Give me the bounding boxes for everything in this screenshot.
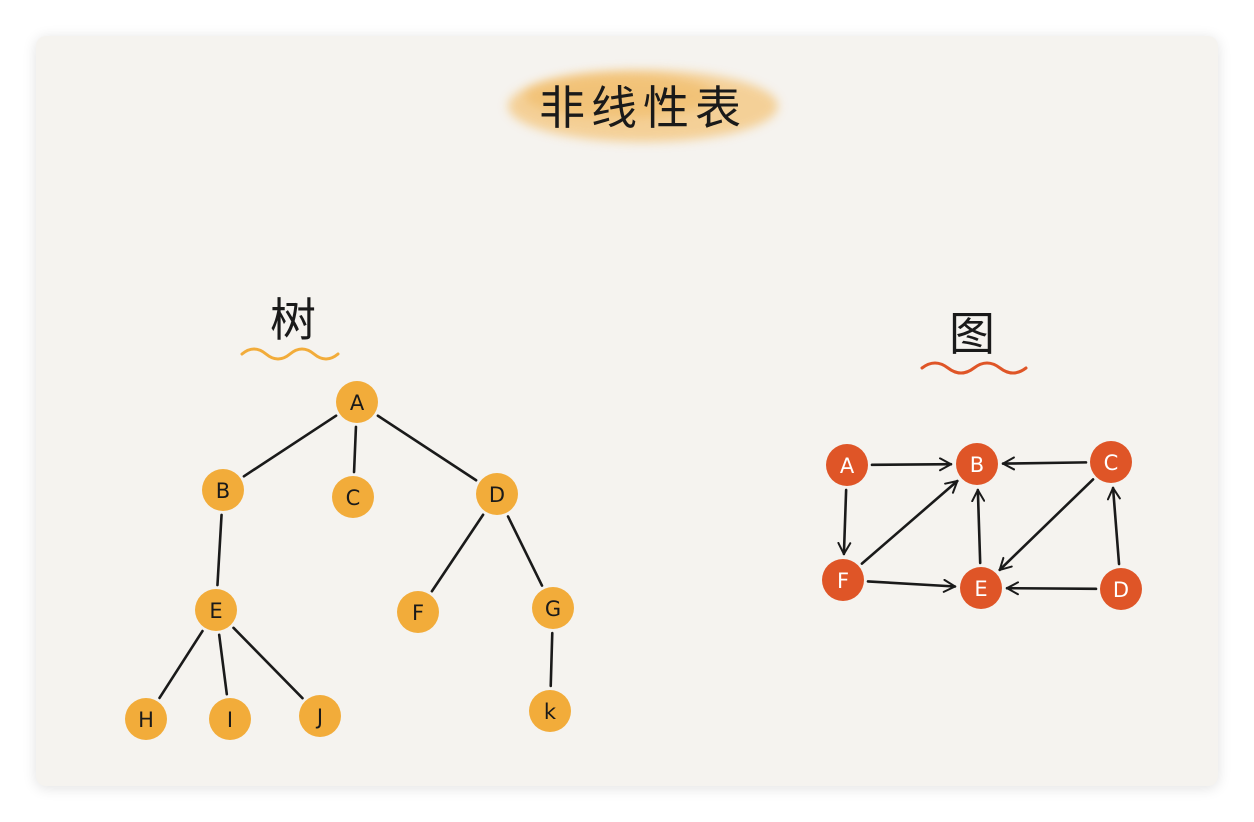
tree-node-j: J	[299, 695, 341, 737]
graph-edge-a-f	[837, 488, 852, 556]
graph-edge-d-c	[1106, 486, 1121, 566]
tree-label: 树	[270, 293, 316, 347]
tree-node-circle	[529, 690, 571, 732]
tree-node-g: G	[532, 587, 574, 629]
graph-edges	[837, 456, 1121, 596]
graph-node-c: C	[1090, 441, 1132, 483]
tree-edge-g-k	[549, 631, 554, 688]
tree-node-circle	[476, 473, 518, 515]
tree-edge-d-f	[430, 513, 485, 593]
tree-edge-a-b	[242, 414, 338, 478]
tree-node-label: E	[209, 599, 222, 623]
graph-node-d: D	[1100, 568, 1142, 610]
tree-edge-a-d	[376, 414, 478, 482]
tree-edge-d-g	[506, 515, 544, 587]
tree-node-circle	[202, 469, 244, 511]
tree-edge-e-j	[232, 626, 304, 700]
tree-edge-a-c	[352, 425, 358, 474]
graph-node-label: E	[974, 577, 987, 601]
tree-node-label: J	[315, 705, 323, 729]
tree-node-label: k	[544, 700, 557, 724]
tree-node-k: k	[529, 690, 571, 732]
tree-edge-b-e	[216, 513, 223, 587]
tree-node-label: D	[489, 483, 505, 507]
graph-label: 图	[949, 307, 995, 361]
tree-node-b: B	[202, 469, 244, 511]
graph-edge-a-b	[870, 457, 953, 472]
tree-node-circle	[397, 591, 439, 633]
tree-node-f: F	[397, 591, 439, 633]
tree-node-circle	[332, 476, 374, 518]
graph-node-b: B	[956, 443, 998, 485]
tree-node-circle	[299, 695, 341, 737]
tree-edges	[158, 414, 554, 700]
tree-node-label: A	[350, 391, 365, 415]
tree-node-a: A	[336, 381, 378, 423]
graph-node-circle	[1100, 568, 1142, 610]
graph-node-circle	[956, 443, 998, 485]
graph-node-label: F	[837, 569, 849, 593]
graph-edge-d-e	[1005, 581, 1098, 596]
graph-node-circle	[826, 444, 868, 486]
tree-node-circle	[336, 381, 378, 423]
graph-node-circle	[1090, 441, 1132, 483]
graph-node-e: E	[960, 567, 1002, 609]
graph-edge-c-e	[998, 478, 1095, 572]
graph-node-a: A	[826, 444, 868, 486]
tree-node-circle	[195, 589, 237, 631]
tree-edge-e-i	[217, 633, 229, 696]
tree-node-e: E	[195, 589, 237, 631]
tree-node-i: I	[209, 698, 251, 740]
tree-node-circle	[125, 698, 167, 740]
tree-node-label: B	[216, 479, 230, 503]
graph-edge-e-b	[971, 488, 986, 565]
tree-node-label: H	[138, 708, 154, 732]
graph-node-label: A	[840, 454, 855, 478]
tree-node-c: C	[332, 476, 374, 518]
graph-node-f: F	[822, 559, 864, 601]
tree-node-circle	[532, 587, 574, 629]
tree-node-label: F	[412, 601, 424, 625]
tree-node-circle	[209, 698, 251, 740]
graph-node-circle	[822, 559, 864, 601]
tree-label-underline	[240, 347, 340, 361]
graph-edge-c-b	[1001, 456, 1088, 471]
graph-node-label: C	[1104, 451, 1119, 475]
tree-node-h: H	[125, 698, 167, 740]
graph-node-label: B	[970, 453, 984, 477]
tree-node-label: C	[346, 486, 361, 510]
tree-node-label: G	[545, 597, 561, 621]
graph-node-label: D	[1113, 578, 1129, 602]
page-title: 非线性表	[539, 81, 747, 135]
graph-edge-f-e	[866, 578, 957, 593]
graph-node-circle	[960, 567, 1002, 609]
tree-node-label: I	[227, 708, 233, 732]
graph-nodes: A B C F E D	[822, 441, 1142, 610]
tree-node-d: D	[476, 473, 518, 515]
diagram-card	[36, 36, 1218, 786]
graph-edge-f-b	[860, 479, 959, 565]
graph-label-underline	[920, 361, 1028, 375]
title-highlight	[508, 70, 778, 142]
tree-edge-e-h	[158, 629, 204, 700]
